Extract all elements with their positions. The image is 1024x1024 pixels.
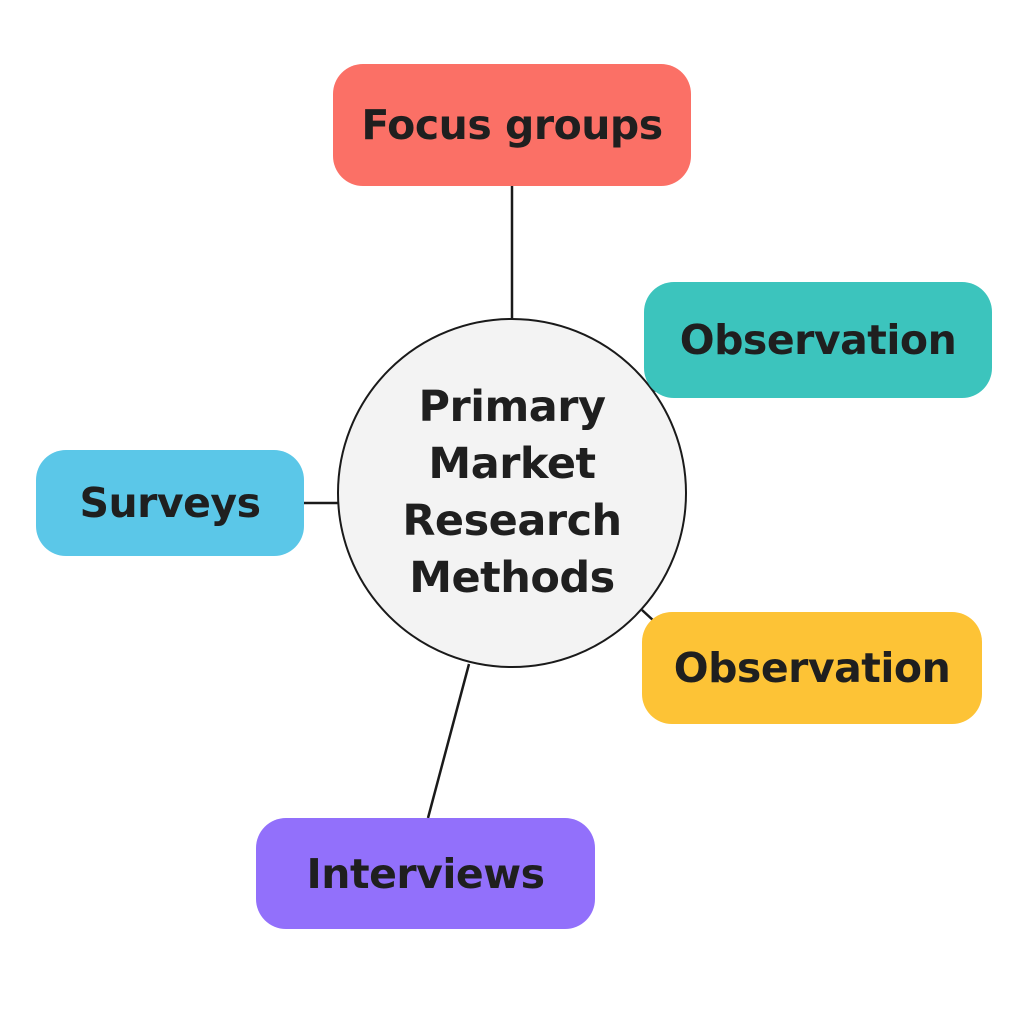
node-label: Observation	[679, 316, 957, 364]
center-line: Primary	[418, 382, 606, 432]
edge-interviews	[426, 663, 471, 819]
node-label: Observation	[673, 644, 951, 692]
node-label: Interviews	[306, 849, 545, 898]
center-line: Research	[402, 496, 622, 546]
node-focus-groups: Focus groups	[333, 64, 691, 186]
center-node: Primary Market Research Methods	[337, 318, 687, 668]
node-observation-1: Observation	[644, 282, 992, 398]
node-label: Focus groups	[361, 101, 663, 149]
node-observation-2: Observation	[642, 612, 982, 724]
center-line: Market	[428, 439, 596, 489]
node-label: Surveys	[79, 479, 261, 527]
node-interviews: Interviews	[256, 818, 595, 929]
node-surveys: Surveys	[36, 450, 304, 556]
center-line: Methods	[409, 553, 615, 603]
